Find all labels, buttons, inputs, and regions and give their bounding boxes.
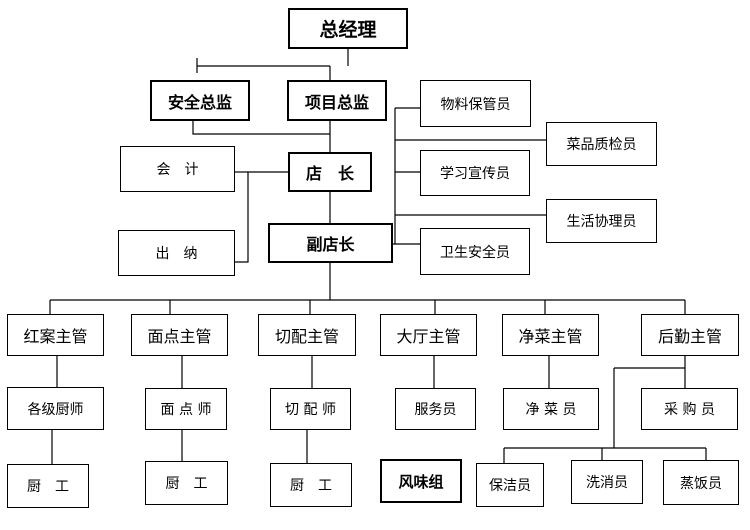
- node-label: 菜品质检员: [566, 137, 637, 153]
- node-label: 会 计: [156, 162, 199, 178]
- node-accountant: 会 计: [120, 146, 235, 192]
- node-chefs-all-levels: 各级厨师: [7, 387, 104, 430]
- node-label: 风味组: [398, 472, 444, 491]
- node-prep-chef: 切 配 师: [270, 388, 351, 430]
- node-label: 红案主管: [23, 327, 88, 346]
- node-prep-supervisor: 切配主管: [258, 314, 356, 356]
- node-veg-worker: 净 菜 员: [503, 388, 599, 430]
- node-label: 切配主管: [274, 327, 339, 346]
- node-waiter: 服务员: [395, 388, 476, 430]
- node-label: 服务员: [414, 402, 457, 418]
- node-label: 出 纳: [155, 246, 198, 262]
- node-purchaser: 采 购 员: [641, 388, 738, 430]
- node-label: 厨 工: [165, 476, 208, 492]
- node-general-manager: 总经理: [288, 8, 408, 49]
- node-label: 厨 工: [290, 478, 332, 494]
- node-label: 各级厨师: [27, 401, 84, 418]
- node-label: 面 点 师: [160, 402, 212, 418]
- node-project-director: 项目总监: [287, 80, 387, 121]
- node-kitchen-worker-1: 厨 工: [7, 464, 89, 508]
- node-label: 洗消员: [586, 475, 628, 491]
- node-label: 生活协理员: [566, 214, 637, 230]
- node-quality-inspector: 菜品质检员: [546, 122, 657, 166]
- node-label: 面点主管: [147, 327, 212, 346]
- node-rice-steamer: 蒸饭员: [663, 460, 739, 505]
- node-veg-supervisor: 净菜主管: [502, 314, 599, 356]
- node-publicity-clerk: 学习宣传员: [420, 150, 530, 196]
- connector-store-left: [235, 171, 290, 263]
- node-pastry-chef: 面 点 师: [145, 388, 227, 430]
- node-safety-director: 安全总监: [150, 80, 250, 121]
- node-label: 物料保管员: [440, 96, 511, 113]
- node-label: 蒸饭员: [680, 475, 722, 492]
- node-label: 大厅主管: [396, 327, 461, 346]
- node-kitchen-worker-3: 厨 工: [270, 463, 352, 507]
- node-store-manager: 店 长: [288, 152, 372, 192]
- node-kitchen-worker-2: 厨 工: [145, 461, 228, 505]
- node-life-coordinator: 生活协理员: [546, 199, 657, 243]
- node-label: 净菜主管: [518, 327, 583, 346]
- node-label: 店 长: [305, 164, 354, 183]
- node-logistics-supervisor: 后勤主管: [641, 314, 739, 356]
- node-label: 后勤主管: [657, 327, 722, 346]
- node-deputy-manager: 副店长: [268, 223, 393, 263]
- node-label: 安全总监: [167, 92, 232, 112]
- node-label: 净 菜 员: [525, 402, 577, 418]
- node-label: 项目总监: [304, 92, 369, 112]
- node-label: 厨 工: [27, 479, 69, 495]
- connector-safety-to-trunk: [192, 120, 330, 135]
- node-label: 总经理: [319, 19, 377, 41]
- node-label: 保洁员: [489, 478, 531, 494]
- node-hygiene-safety: 卫生安全员: [420, 228, 530, 275]
- node-dishwasher: 洗消员: [571, 460, 643, 504]
- node-label: 学习宣传员: [440, 166, 510, 182]
- node-red-case-supervisor: 红案主管: [7, 314, 104, 356]
- node-label: 卫生安全员: [440, 244, 510, 261]
- node-label: 副店长: [306, 235, 355, 254]
- node-cashier: 出 纳: [118, 230, 235, 276]
- node-hall-supervisor: 大厅主管: [380, 314, 477, 356]
- node-label: 采 购 员: [664, 402, 715, 418]
- node-pastry-supervisor: 面点主管: [131, 314, 228, 356]
- node-label: 切 配 师: [285, 402, 336, 418]
- node-cleaner: 保洁员: [476, 463, 544, 507]
- node-materials-clerk: 物料保管员: [420, 80, 531, 127]
- node-flavor-group: 风味组: [380, 459, 462, 503]
